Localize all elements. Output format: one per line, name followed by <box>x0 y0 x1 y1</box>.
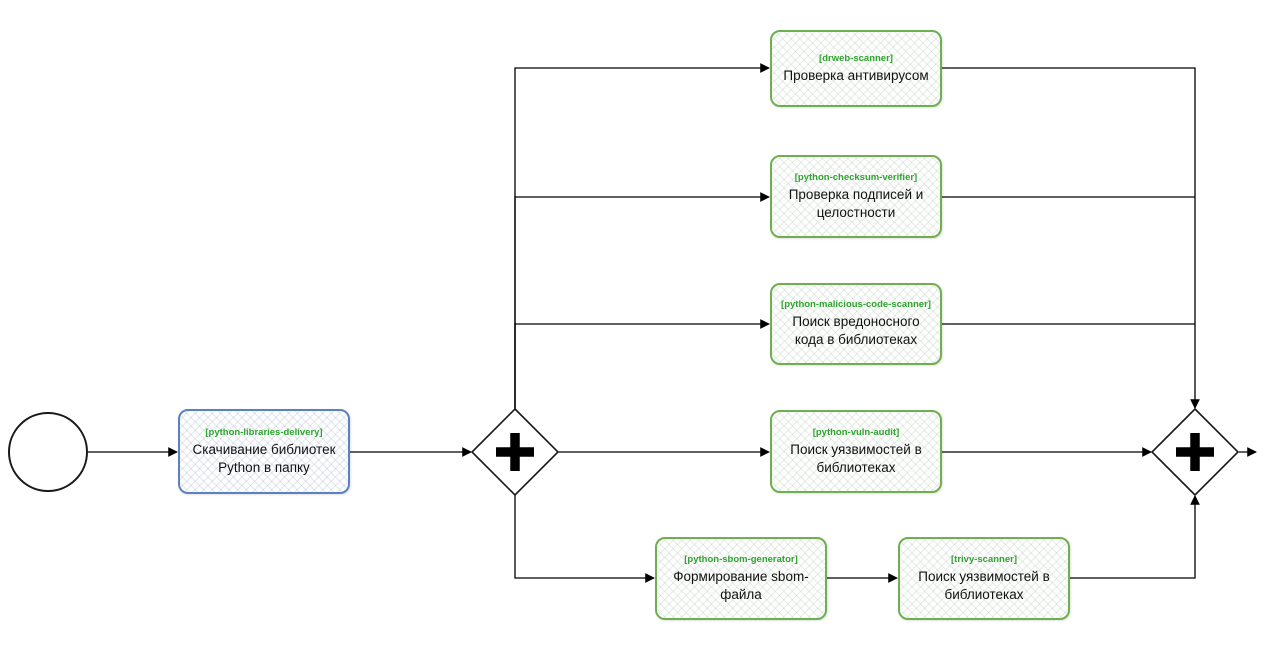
task-tag: [drweb-scanner] <box>819 52 893 64</box>
task-python-sbom-generator[interactable]: [python-sbom-generator] Формирование sbo… <box>655 537 827 620</box>
plus-icon <box>496 433 534 471</box>
plus-icon <box>1176 433 1214 471</box>
connector-split-to-sbom <box>514 495 655 583</box>
connector-drweb-to-join <box>942 67 1200 409</box>
task-tag: [python-libraries-delivery] <box>205 426 323 438</box>
task-label: Проверка антивирусом <box>783 67 929 83</box>
task-tag: [python-sbom-generator] <box>684 553 798 565</box>
task-tag: [python-malicious-code-scanner] <box>781 299 931 311</box>
task-drweb-scanner[interactable]: [drweb-scanner] Проверка антивирусом <box>770 30 942 107</box>
task-trivy-scanner[interactable]: [trivy-scanner] Поиск уязвимостей в библ… <box>898 537 1070 620</box>
task-python-libraries-delivery[interactable]: [python-libraries-delivery] Скачивание б… <box>178 409 350 494</box>
task-label: Поиск вредоносного кода в библиотеках <box>792 314 920 347</box>
task-tag: [python-vuln-audit] <box>812 426 900 438</box>
connector-split-to-malicious <box>514 319 770 409</box>
task-label: Скачивание библиотек Python в папку <box>192 441 336 475</box>
parallel-gateway-join[interactable] <box>1150 407 1240 497</box>
start-event[interactable] <box>8 412 88 492</box>
task-tag: [python-checksum-verifier] <box>794 171 918 183</box>
task-python-malicious-code-scanner[interactable]: [python-malicious-code-scanner] Поиск вр… <box>770 283 942 365</box>
task-label: Поиск уязвимостей в библиотеках <box>918 568 1050 602</box>
task-label: Поиск уязвимостей в библиотеках <box>790 441 922 475</box>
connector-split-to-drweb <box>514 63 770 409</box>
task-label: Проверка подписей и целостности <box>788 186 924 220</box>
task-python-checksum-verifier[interactable]: [python-checksum-verifier] Проверка подп… <box>770 155 942 238</box>
task-label: Формирование sbom-файла <box>673 568 809 602</box>
parallel-gateway-split[interactable] <box>470 407 560 497</box>
task-tag: [trivy-scanner] <box>951 553 1017 565</box>
connector-split-to-checksum <box>514 192 770 409</box>
connector-trivy-to-join <box>1070 495 1200 579</box>
task-python-vuln-audit[interactable]: [python-vuln-audit] Поиск уязвимостей в … <box>770 410 942 493</box>
